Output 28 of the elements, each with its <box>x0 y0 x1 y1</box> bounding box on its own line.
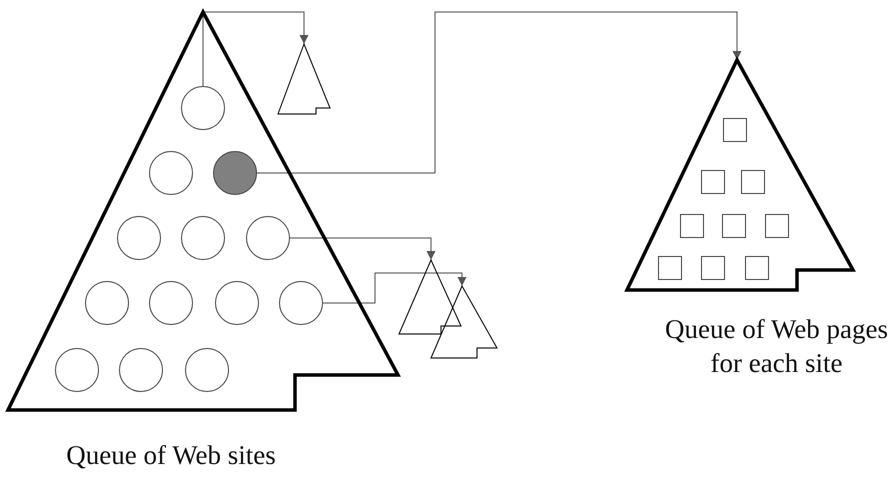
page-square <box>680 214 704 238</box>
page-square <box>658 256 682 280</box>
queue-circle <box>215 281 259 325</box>
page-square <box>745 256 769 280</box>
queue-circle <box>185 348 229 392</box>
queue-circle <box>55 348 99 392</box>
queue-circle <box>85 281 129 325</box>
page-square <box>701 170 725 194</box>
arrow <box>202 12 308 86</box>
queue-circle <box>149 281 193 325</box>
queue-circle <box>117 216 161 260</box>
arrow <box>290 238 436 260</box>
page-square <box>722 214 746 238</box>
queue-circle <box>181 86 225 130</box>
queue-circle <box>181 216 225 260</box>
queue-circle <box>149 151 193 195</box>
arrow <box>256 12 742 174</box>
queue-circle <box>279 281 323 325</box>
page-square <box>723 118 747 142</box>
page-square <box>765 214 789 238</box>
queue-label: Queue of Web pages for each site <box>664 313 889 380</box>
arrow <box>322 272 466 304</box>
page-square <box>701 256 725 280</box>
queue-circle <box>246 216 290 260</box>
queue-circle <box>119 348 163 392</box>
queue-label: Queue of Web sites <box>65 439 277 472</box>
page-square <box>741 170 765 194</box>
queue-circle <box>213 151 257 195</box>
